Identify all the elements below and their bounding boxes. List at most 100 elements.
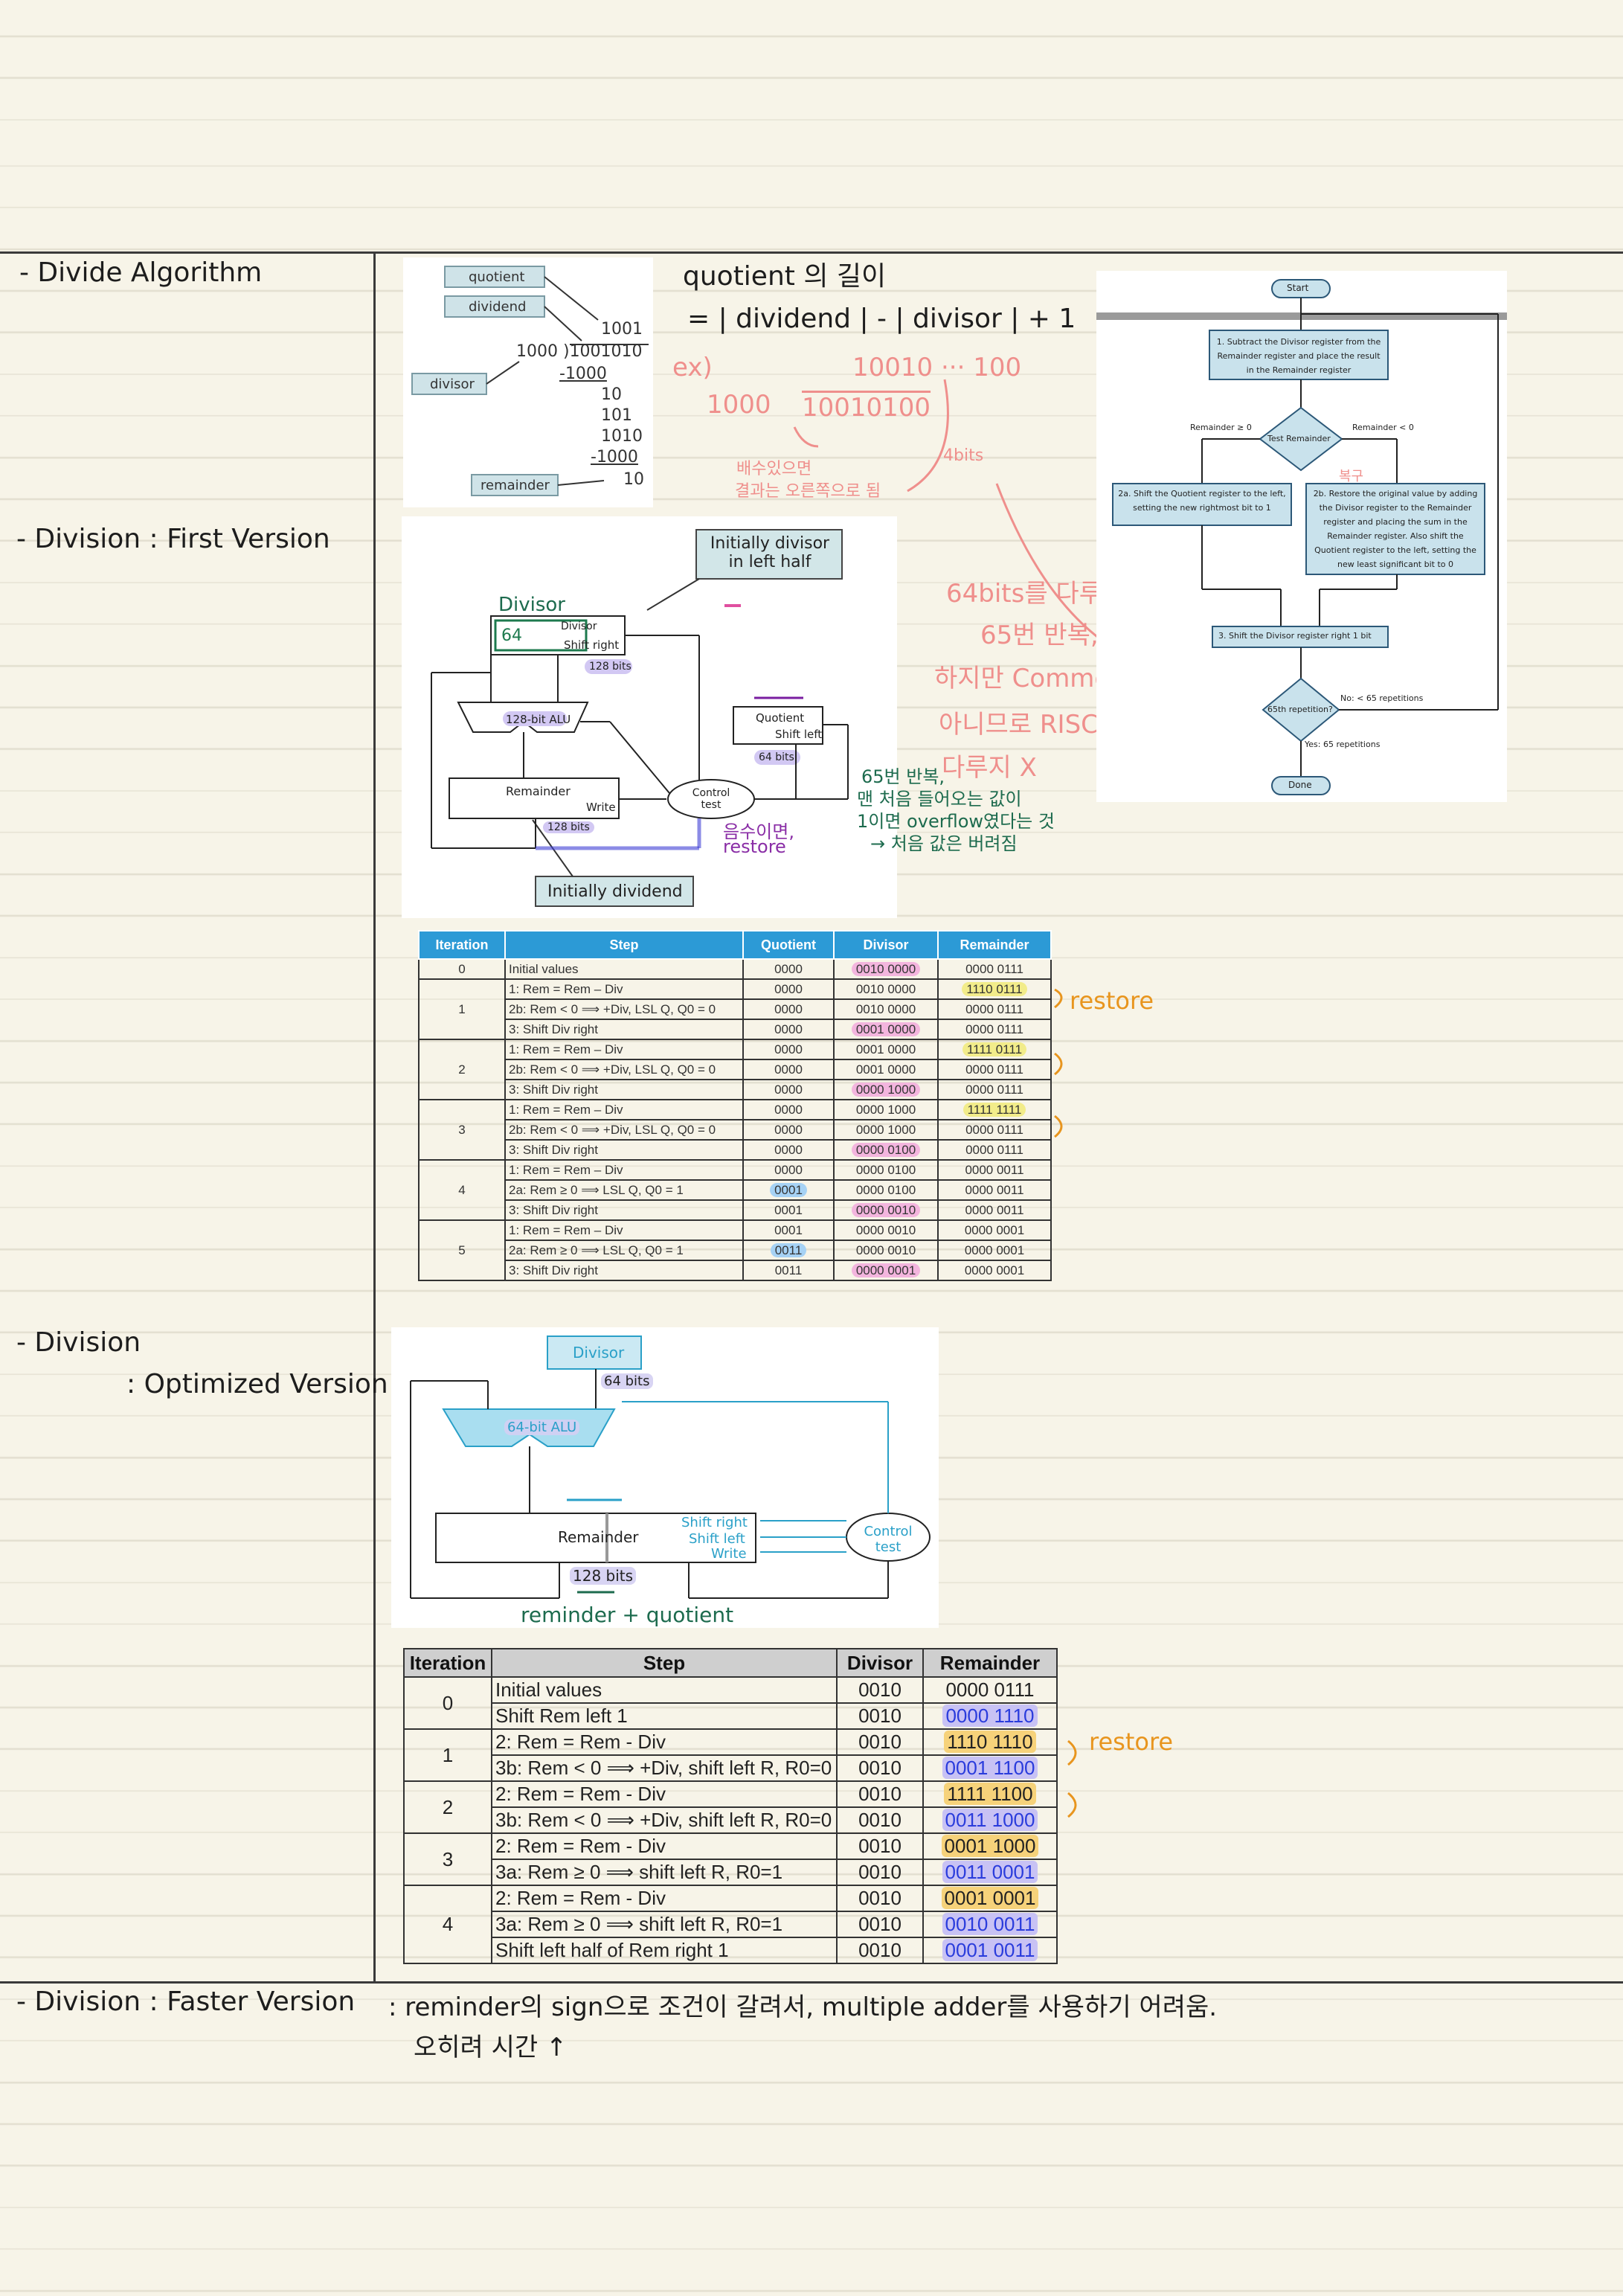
t1-quotient: 0000 <box>742 978 835 1000</box>
table-row: 2 1: Rem = Rem – Div 0000 0001 0000 1111… <box>418 1039 1052 1100</box>
t1-divisor-value: 0000 1000 <box>851 1082 921 1097</box>
callout-initially-divisor: Initially divisor in left half <box>710 534 830 571</box>
t1-divisor-value: 0000 0001 <box>851 1263 921 1277</box>
t2-remainder: 1111 1100 <box>922 1780 1058 1808</box>
t2-remainder-value: 0011 1000 <box>942 1809 1038 1831</box>
table-row: 2b: Rem < 0 ⟹ +Div, LSL Q, Q0 = 0 0000 0… <box>419 1059 1052 1080</box>
t2-step: Shift left half of Rem right 1 <box>491 1937 838 1964</box>
t1-header-remainder: Remainder <box>937 930 1052 960</box>
t2-divisor: 0010 <box>836 1780 924 1808</box>
t2-remainder: 0001 1000 <box>922 1832 1058 1860</box>
t2-step: 2: Rem = Rem - Div <box>491 1885 838 1912</box>
flowchart-diagram <box>1096 279 1507 795</box>
t1-divisor: 0000 1000 <box>833 1099 939 1120</box>
ld-line-1: 1000 )1001010 <box>516 342 643 361</box>
note-reminder-quotient: reminder + quotient <box>521 1603 734 1627</box>
first-remainder: Remainder <box>506 784 571 798</box>
t2-header-divisor: Divisor <box>836 1648 924 1678</box>
note-first-input: 맨 처음 들어오는 값이 <box>857 789 1022 809</box>
t2-remainder-value: 0001 0011 <box>942 1939 1038 1961</box>
flowchart-panel: Start 1. Subtract the Divisor register f… <box>1096 271 1507 802</box>
t1-remainder: 1110 0111 <box>937 978 1052 1000</box>
opt-control: Control test <box>864 1524 913 1555</box>
t2-remainder: 0010 0011 <box>922 1911 1058 1938</box>
first-write: Write <box>586 801 616 814</box>
t2-step: Initial values <box>491 1676 838 1704</box>
t1-remainder: 0000 0111 <box>937 998 1052 1020</box>
heading-faster-version: - Division : Faster Version <box>16 1986 356 2017</box>
t2-step: 3a: Rem ≥ 0 ⟹ shift left R, R0=1 <box>491 1911 838 1938</box>
first-divisor-label: Divisor <box>561 621 597 632</box>
first-sixty-four: 64 <box>501 626 522 645</box>
note-ex-hint2: 결과는 오른쪽으로 됨 <box>735 482 881 501</box>
t1-quotient: 0001 <box>742 1199 835 1221</box>
t1-remainder: 0000 0011 <box>937 1179 1052 1201</box>
t1-step: 2b: Rem < 0 ⟹ +Div, LSL Q, Q0 = 0 <box>504 998 744 1020</box>
t2-divisor: 0010 <box>836 1754 924 1782</box>
t2-remainder-value: 0001 1000 <box>941 1835 1039 1857</box>
t1-quotient: 0000 <box>742 1079 835 1100</box>
t1-step: 3: Shift Div right <box>504 1139 744 1161</box>
t2-step: 2: Rem = Rem - Div <box>491 1780 838 1808</box>
fc-step2a: 2a. Shift the Quotient register to the l… <box>1118 489 1286 513</box>
t1-quotient-value: 0011 <box>770 1242 807 1257</box>
label-quotient: quotient <box>469 269 525 285</box>
note-discarded: → 처음 값은 버려짐 <box>870 833 1018 854</box>
t2-remainder: 0001 1100 <box>922 1754 1058 1782</box>
t2-iter: 0 <box>403 1676 492 1730</box>
t1-step: 2b: Rem < 0 ⟹ +Div, LSL Q, Q0 = 0 <box>504 1119 744 1141</box>
t1-quotient: 0000 <box>742 1139 835 1161</box>
t1-divisor-value: 0000 0100 <box>851 1142 921 1157</box>
note-divisor-hw: Divisor <box>498 594 565 616</box>
note-ex-4bits: 4bits <box>943 446 984 465</box>
t1-remainder: 0000 0111 <box>937 958 1052 980</box>
label-dividend: dividend <box>469 299 527 315</box>
t2-divisor: 0010 <box>836 1937 924 1964</box>
table-row: 4 2: Rem = Rem - Div 0010 0001 0001 <box>403 1885 1058 1964</box>
fc-ge: Remainder ≥ 0 <box>1190 423 1252 432</box>
t1-quotient: 0000 <box>742 1019 835 1040</box>
t1-divisor-value: 0000 0010 <box>851 1202 921 1217</box>
table-row: 3: Shift Div right 0000 0000 1000 0000 0… <box>419 1079 1052 1100</box>
table-row: 3 2: Rem = Rem - Div 0010 0001 1000 <box>403 1832 1058 1886</box>
fc-step3: 3. Shift the Divisor register right 1 bi… <box>1218 631 1372 641</box>
table-row: 2b: Rem < 0 ⟹ +Div, LSL Q, Q0 = 0 0000 0… <box>419 998 1052 1020</box>
long-division-panel: quotient dividend divisor remainder 1001… <box>403 257 653 507</box>
t1-quotient: 0000 <box>742 998 835 1020</box>
table-row: 2 2: Rem = Rem - Div 0010 1111 1100 <box>403 1780 1058 1834</box>
t2-remainder: 1110 1110 <box>922 1728 1058 1756</box>
t1-header-divisor: Divisor <box>833 930 939 960</box>
fc-done: Done <box>1288 780 1312 790</box>
t2-remainder: 0001 0001 <box>922 1885 1058 1912</box>
first-quotient: Quotient <box>756 711 805 725</box>
note-restore-table2: restore <box>1089 1728 1174 1756</box>
t1-divisor: 0000 0010 <box>833 1219 939 1241</box>
t1-step: 1: Rem = Rem – Div <box>504 1219 744 1241</box>
table-row: 3: Shift Div right 0001 0000 0010 0000 0… <box>419 1199 1052 1221</box>
t1-step: 2a: Rem ≥ 0 ⟹ LSL Q, Q0 = 1 <box>504 1240 744 1261</box>
t2-divisor: 0010 <box>836 1859 924 1886</box>
note-ex-label: ex) <box>672 353 713 382</box>
t1-remainder: 0000 0001 <box>937 1219 1052 1241</box>
note-quotient-length: quotient 의 길이 <box>683 261 887 292</box>
t2-divisor: 0010 <box>836 1702 924 1730</box>
table-row: 1 1: Rem = Rem – Div 0000 0010 0000 1110… <box>418 978 1052 1040</box>
t1-quotient: 0000 <box>742 1059 835 1080</box>
table-row: 2b: Rem < 0 ⟹ +Div, LSL Q, Q0 = 0 0000 0… <box>419 1119 1052 1141</box>
t2-remainder: 0011 1000 <box>922 1806 1058 1834</box>
ld-line-6: -1000 <box>591 448 638 466</box>
t1-step: 3: Shift Div right <box>504 1199 744 1221</box>
note-ex-divisor: 1000 <box>707 390 771 420</box>
table-row: Shift left half of Rem right 1 0010 0001… <box>404 1937 1058 1964</box>
t1-quotient: 0000 <box>742 1099 835 1120</box>
t2-divisor: 0010 <box>836 1676 924 1704</box>
t1-divisor: 0000 0010 <box>833 1199 939 1221</box>
t1-divisor: 0010 0000 <box>833 998 939 1020</box>
table-row: 2a: Rem ≥ 0 ⟹ LSL Q, Q0 = 1 0011 0000 00… <box>419 1240 1052 1261</box>
opt-bits128: 128 bits <box>570 1567 637 1585</box>
t1-quotient: 0001 <box>742 1219 835 1241</box>
t2-remainder-value: 1111 1100 <box>944 1783 1036 1805</box>
t2-remainder-value: 0011 0001 <box>942 1861 1038 1883</box>
note-overflow: 1이면 overflow였다는 것 <box>857 811 1055 832</box>
t1-remainder: 0000 0111 <box>937 1059 1052 1080</box>
